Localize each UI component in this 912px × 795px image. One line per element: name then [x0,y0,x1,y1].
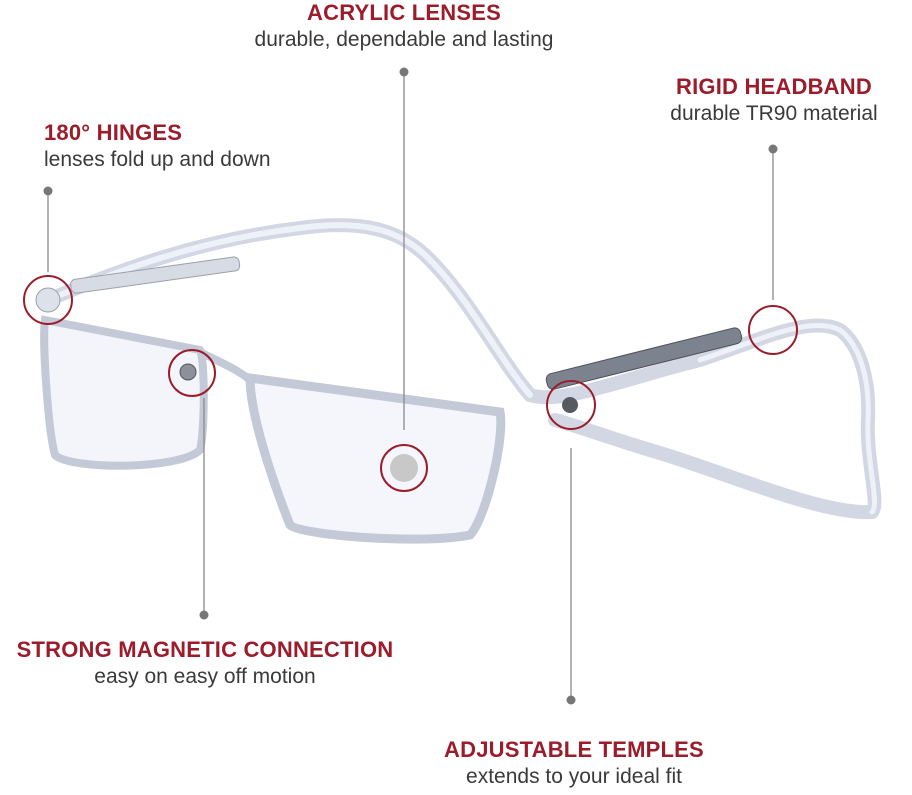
magnetic-title: STRONG MAGNETIC CONNECTION [16,637,394,662]
acrylic-lenses-callout: ACRYLIC LENSES durable, dependable and l… [232,0,576,54]
rigid-headband-callout: RIGID HEADBAND durable TR90 material [650,74,898,128]
magnetic-connection-callout: STRONG MAGNETIC CONNECTION easy on easy … [0,637,410,691]
hinges-callout: 180° HINGES lenses fold up and down [44,120,271,174]
callout-dot-icon [768,144,778,154]
highlight-circle-icon [380,444,428,492]
callout-dot-icon [199,610,209,620]
callout-dot-icon [399,67,409,77]
adjustable-temples-callout: ADJUSTABLE TEMPLES extends to your ideal… [410,737,738,791]
left-temple-metal [70,256,241,294]
acrylic-lenses-desc: durable, dependable and lasting [254,28,554,51]
rigid-headband-desc: durable TR90 material [670,102,878,125]
highlight-circle-icon [23,275,73,325]
lens-center-dot-icon [390,454,418,482]
rigid-headband-title: RIGID HEADBAND [676,74,872,99]
right-temple-metal [545,327,743,390]
callout-dot-icon [566,695,576,705]
highlight-circle-icon [748,305,798,355]
temples-title: ADJUSTABLE TEMPLES [444,737,704,762]
highlight-circle-icon [168,349,216,397]
acrylic-lenses-title: ACRYLIC LENSES [307,0,501,25]
hinges-desc: lenses fold up and down [44,148,271,171]
magnetic-desc: easy on easy off motion [94,665,316,688]
highlight-circle-icon [546,380,596,430]
hinges-title: 180° HINGES [44,120,183,145]
right-lens-frame [245,372,506,544]
callout-dot-icon [43,186,53,196]
temples-desc: extends to your ideal fit [466,765,682,788]
